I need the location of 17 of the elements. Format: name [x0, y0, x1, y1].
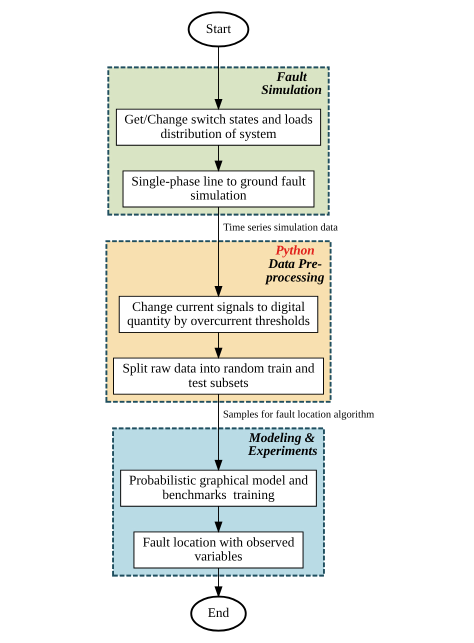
- node-ellipse: Start: [187, 11, 249, 48]
- arrow: [214, 46, 222, 110]
- node-box: Get/Change switch states and loads distribution of system: [115, 108, 321, 146]
- node-ellipse: End: [190, 596, 246, 632]
- arrow: [214, 506, 222, 533]
- node-box: Probabilistic graphical model and benchmarks training: [120, 470, 316, 507]
- node-box: Change current signals to digital quantity by overcurrent thresholds: [118, 296, 318, 333]
- node-box: Split raw data into random train and test subsets: [112, 358, 324, 395]
- arrow: [214, 568, 222, 598]
- edge-label: Time series simulation data: [222, 222, 338, 234]
- edge-label: Samples for fault location algorithm: [222, 410, 374, 421]
- arrow: [214, 332, 222, 360]
- node-box: Fault location with observed variables: [132, 531, 304, 568]
- arrow: [214, 394, 222, 472]
- arrow: [214, 206, 222, 298]
- arrow: [214, 145, 222, 172]
- node-box: Single-phase line to ground fault simulation: [122, 170, 314, 208]
